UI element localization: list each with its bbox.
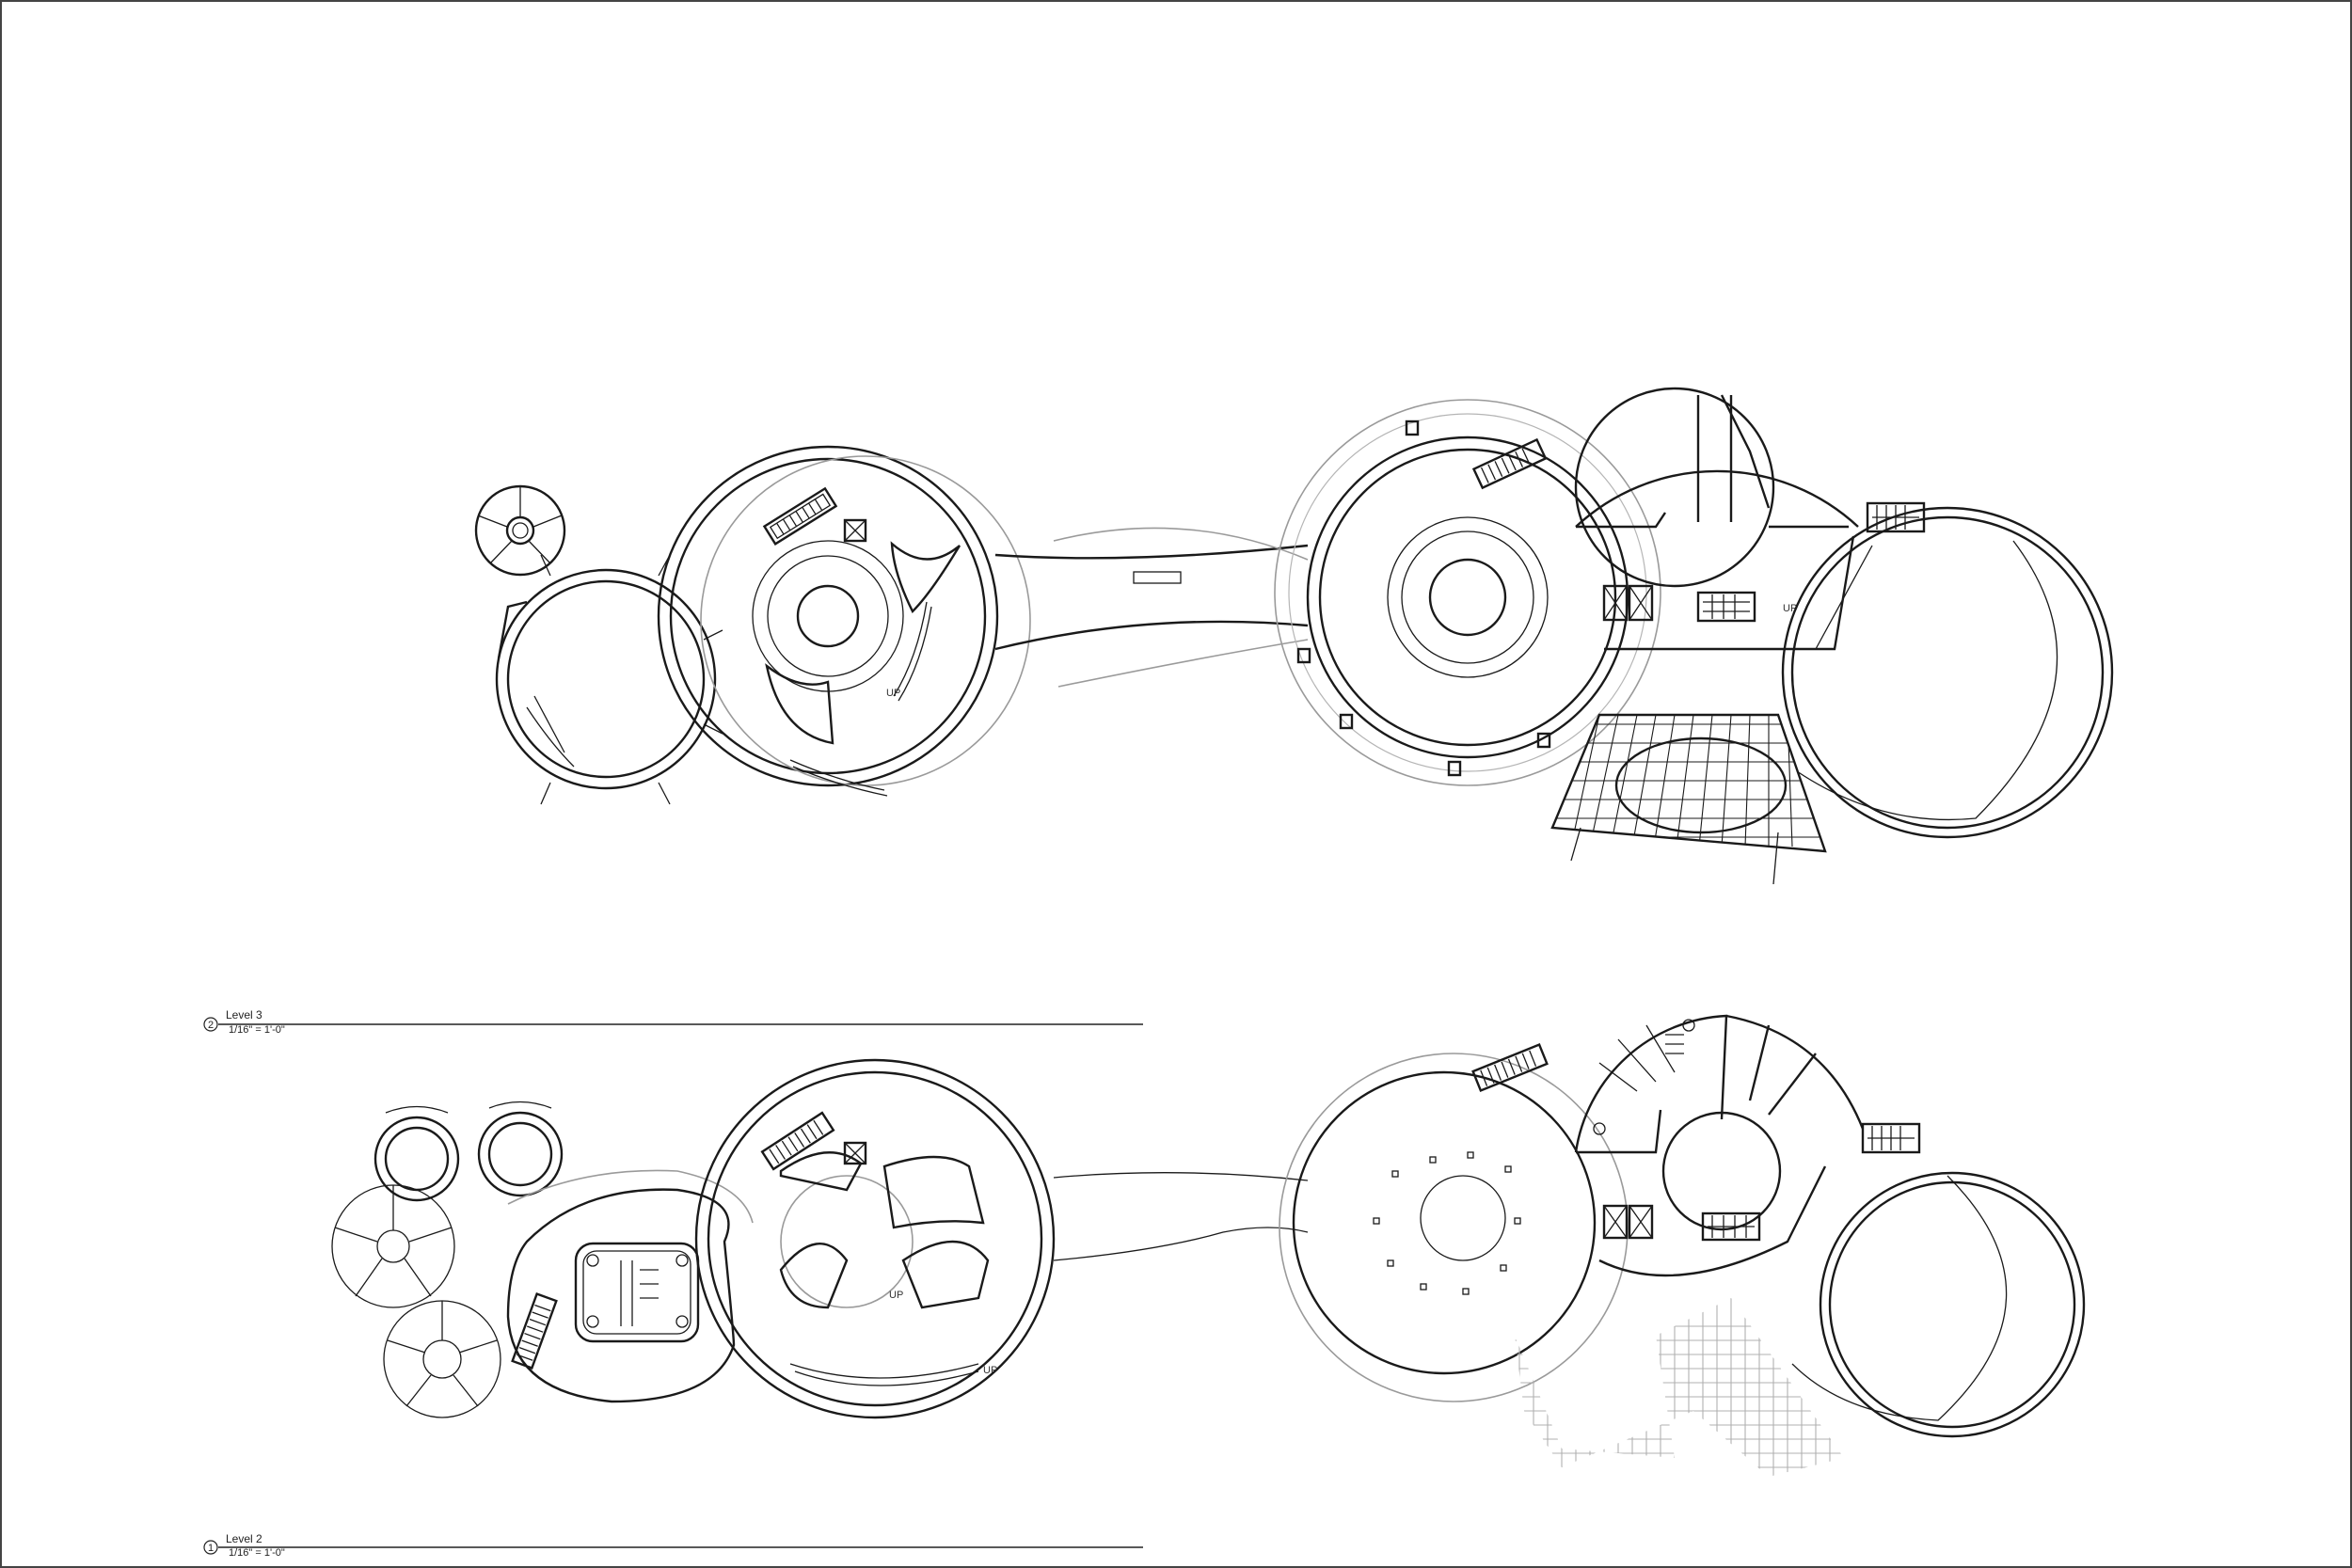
view-title-level-2: 1 Level 2 1/16" = 1'-0" — [203, 1532, 1143, 1559]
view-number: 1 — [208, 1543, 214, 1554]
level3-large-right-drum — [1781, 506, 2114, 839]
level-2-plan: UP UP — [331, 1014, 2086, 1477]
view-name: Level 2 — [226, 1532, 262, 1545]
view-number-bubble — [203, 1540, 218, 1555]
view-scale: 1/16" = 1'-0" — [229, 1024, 285, 1036]
level2-main-drum: UP UP — [694, 1058, 1056, 1419]
view-scale: 1/16" = 1'-0" — [229, 1547, 285, 1559]
level2-stair-up-label-a: UP — [889, 1290, 903, 1301]
level2-central-rotunda — [1279, 1043, 1629, 1402]
level3-right-hall: UP — [1574, 387, 1926, 651]
level2-skybridge — [1053, 1172, 1309, 1261]
view-name: Level 3 — [226, 1008, 262, 1022]
view-number: 2 — [208, 1020, 214, 1031]
level3-stair-up-label-a: UP — [886, 688, 900, 699]
level3-canopy-grid — [1552, 715, 1825, 847]
level2-small-pavilions — [331, 1101, 564, 1418]
view-title-level-3: 2 Level 3 1/16" = 1'-0" — [203, 1008, 1143, 1036]
level3-central-rotunda — [1274, 399, 1661, 786]
level2-restroom-wedge — [1574, 1014, 1921, 1277]
level2-stair-up-label-b: UP — [983, 1365, 997, 1376]
level3-small-rotunda — [474, 484, 566, 577]
level2-left-gallery — [506, 1169, 754, 1403]
level3-main-drum: UP — [657, 445, 1031, 797]
level2-canopy-grid — [1515, 1298, 1844, 1477]
level3-skybridge — [994, 527, 1309, 688]
level3-left-ring-pavilion — [495, 554, 723, 805]
level-3-plan: UP — [474, 387, 2114, 885]
level2-large-right-drum — [1791, 1171, 2086, 1438]
view-number-bubble — [203, 1017, 218, 1032]
